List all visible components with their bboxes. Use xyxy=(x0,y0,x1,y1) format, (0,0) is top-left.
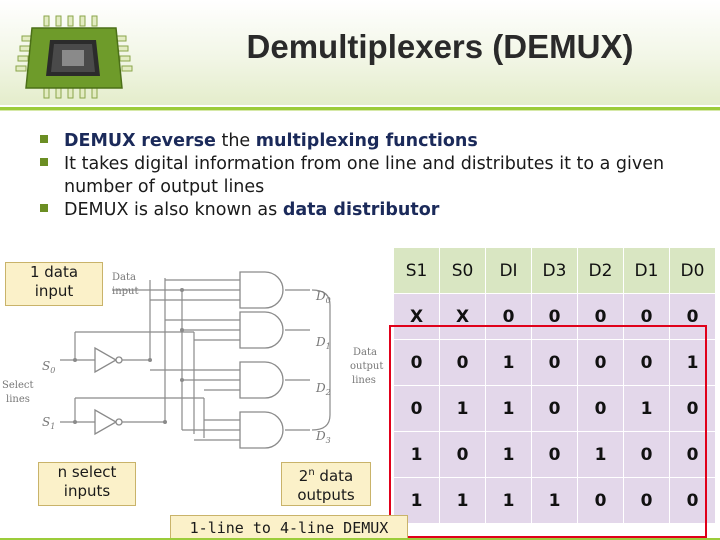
bullet-marker xyxy=(40,204,48,212)
truth-table-cell: 0 xyxy=(485,293,532,340)
truth-table-cell: 0 xyxy=(577,339,624,386)
bullet-segment: the xyxy=(215,131,256,151)
outputs-callout: 2n data outputs xyxy=(281,462,371,506)
bullet-segment: It takes digital information from one li… xyxy=(64,154,665,197)
truth-table-cell: 0 xyxy=(577,385,624,432)
diagram-caption: 1-line to 4-line DEMUX xyxy=(170,515,408,540)
bullet-text: It takes digital information from one li… xyxy=(64,154,664,197)
truth-table-cell: 1 xyxy=(485,339,532,386)
select-s0-label: S0 xyxy=(42,359,55,375)
truth-table-header-cell: D3 xyxy=(531,247,578,294)
bullet-keyword: DEMUX xyxy=(64,131,136,151)
callout-line: inputs xyxy=(63,482,111,500)
data-input-label: Data xyxy=(112,272,136,283)
output-d1-label: D1 xyxy=(315,335,331,351)
data-output-label: lines xyxy=(352,375,376,386)
chip-icon xyxy=(15,15,133,99)
truth-table-cell: 0 xyxy=(531,293,578,340)
select-lines-label: Select xyxy=(2,380,34,391)
output-d2-label: D2 xyxy=(315,381,331,397)
header-divider xyxy=(0,107,720,110)
data-output-label: Data xyxy=(353,347,377,358)
truth-table-header-cell: S0 xyxy=(439,247,486,294)
bullet-item: DEMUX is also known as data distributor xyxy=(40,199,700,222)
select-inputs-callout: n select inputs xyxy=(38,462,136,506)
truth-table-header-cell: D2 xyxy=(577,247,624,294)
outputs-base: 2 xyxy=(298,467,309,485)
bullet-item: DEMUX reverse the multiplexing functions xyxy=(40,130,700,153)
truth-table-cell: 0 xyxy=(531,431,578,478)
data-output-label: output xyxy=(350,361,383,372)
demux-circuit-diagram: Data input Data output lines Select line… xyxy=(2,271,383,449)
truth-table-cell: 0 xyxy=(393,339,440,386)
truth-table-cell: 1 xyxy=(531,477,578,524)
truth-table-cell: 0 xyxy=(531,385,578,432)
bullet-text: DEMUX is also known as data distributor xyxy=(64,200,439,220)
bullet-keyword: data distributor xyxy=(282,200,440,220)
truth-table-cell: 0 xyxy=(577,293,624,340)
truth-table-header-cell: DI xyxy=(485,247,532,294)
truth-table-cell: 0 xyxy=(577,477,624,524)
outputs-exponent: n xyxy=(308,467,315,478)
slide-title: Demultiplexers (DEMUX) xyxy=(246,28,634,65)
truth-table-cell: X xyxy=(439,293,486,340)
truth-table-cell: 0 xyxy=(439,431,486,478)
truth-table-header-cell: D0 xyxy=(669,247,716,294)
bullet-marker xyxy=(40,158,48,166)
header-divider-light xyxy=(0,110,720,111)
truth-table-cell: 1 xyxy=(485,385,532,432)
data-input-label: input xyxy=(112,286,139,297)
footer-divider xyxy=(0,538,720,540)
truth-table-cell: 1 xyxy=(439,477,486,524)
truth-table-cell: 0 xyxy=(623,431,670,478)
truth-table-cell: 0 xyxy=(393,385,440,432)
truth-table-cell: 0 xyxy=(669,477,716,524)
truth-table-cell: 1 xyxy=(669,339,716,386)
highlight-box xyxy=(389,325,707,538)
outputs-rest: data xyxy=(314,467,354,485)
truth-table-cell: X xyxy=(393,293,440,340)
truth-table-cell: 1 xyxy=(439,385,486,432)
truth-table-cell: 1 xyxy=(623,385,670,432)
truth-table-cell: 1 xyxy=(393,477,440,524)
output-d3-label: D3 xyxy=(315,429,331,445)
truth-table-cell: 1 xyxy=(485,431,532,478)
output-d0-label: D0 xyxy=(315,289,331,305)
bullet-keyword: multiplexing functions xyxy=(255,131,478,151)
bullet-item: It takes digital information from one li… xyxy=(40,153,700,199)
bullet-list: DEMUX reverse the multiplexing functions… xyxy=(40,130,700,222)
callout-line: input xyxy=(34,282,74,300)
truth-table-cell: 0 xyxy=(669,431,716,478)
truth-table-header-cell: S1 xyxy=(393,247,440,294)
select-lines-label: lines xyxy=(6,394,30,405)
callout-line: 1 data xyxy=(29,263,79,281)
bullet-segment: DEMUX is also known as xyxy=(64,200,283,220)
data-input-callout: 1 data input xyxy=(5,262,103,306)
truth-table-header-cell: D1 xyxy=(623,247,670,294)
truth-table-cell: 0 xyxy=(669,293,716,340)
bullet-text: DEMUX reverse the multiplexing functions xyxy=(64,131,478,151)
select-s1-label: S1 xyxy=(42,415,55,431)
truth-table-cell: 0 xyxy=(669,385,716,432)
bullet-keyword: reverse xyxy=(141,131,216,151)
callout-line: outputs xyxy=(297,486,355,504)
truth-table-cell: 1 xyxy=(577,431,624,478)
callout-line: n select xyxy=(57,463,117,481)
callout-line: 2n data xyxy=(282,463,370,486)
bullet-marker xyxy=(40,135,48,143)
truth-table-cell: 0 xyxy=(623,293,670,340)
truth-table-cell: 0 xyxy=(531,339,578,386)
truth-table-cell: 0 xyxy=(623,339,670,386)
